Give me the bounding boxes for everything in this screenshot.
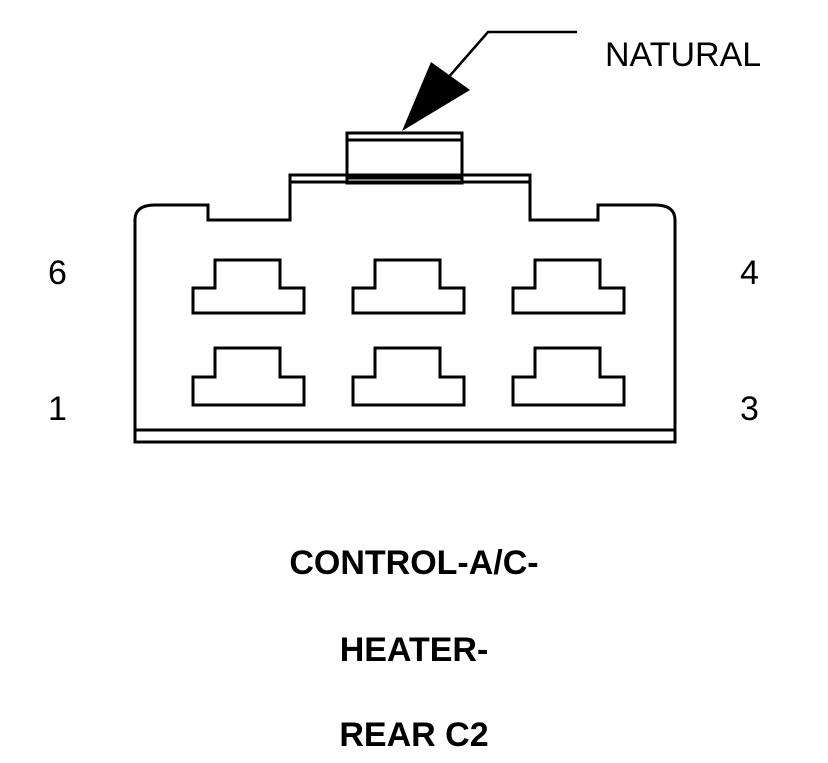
pin-label-1: 1 (48, 390, 67, 428)
connector-title-line-2: HEATER- (339, 631, 489, 669)
connector-body (133, 173, 677, 432)
connector-title-line-1: CONTROL-A/C- (289, 544, 539, 582)
terminal-cavity-5 (351, 258, 466, 315)
terminal-cavity-6 (191, 258, 306, 315)
callout-leader-line (432, 30, 577, 96)
connector-diagram: NATURAL 6 4 1 3 (48, 30, 761, 444)
terminal-cavity-1 (191, 346, 306, 407)
terminal-cavity-4 (511, 258, 626, 315)
pin-label-6: 6 (48, 254, 67, 292)
pin-label-4: 4 (740, 254, 759, 292)
terminal-cavity-2 (351, 346, 466, 407)
callout-label: NATURAL (605, 36, 761, 74)
connector-base-lip (133, 430, 677, 444)
pin-label-3: 3 (740, 390, 759, 428)
terminal-cavity-3 (511, 346, 626, 407)
connector-title-line-3: REAR C2 (339, 716, 489, 754)
callout-arrowhead (402, 62, 470, 131)
